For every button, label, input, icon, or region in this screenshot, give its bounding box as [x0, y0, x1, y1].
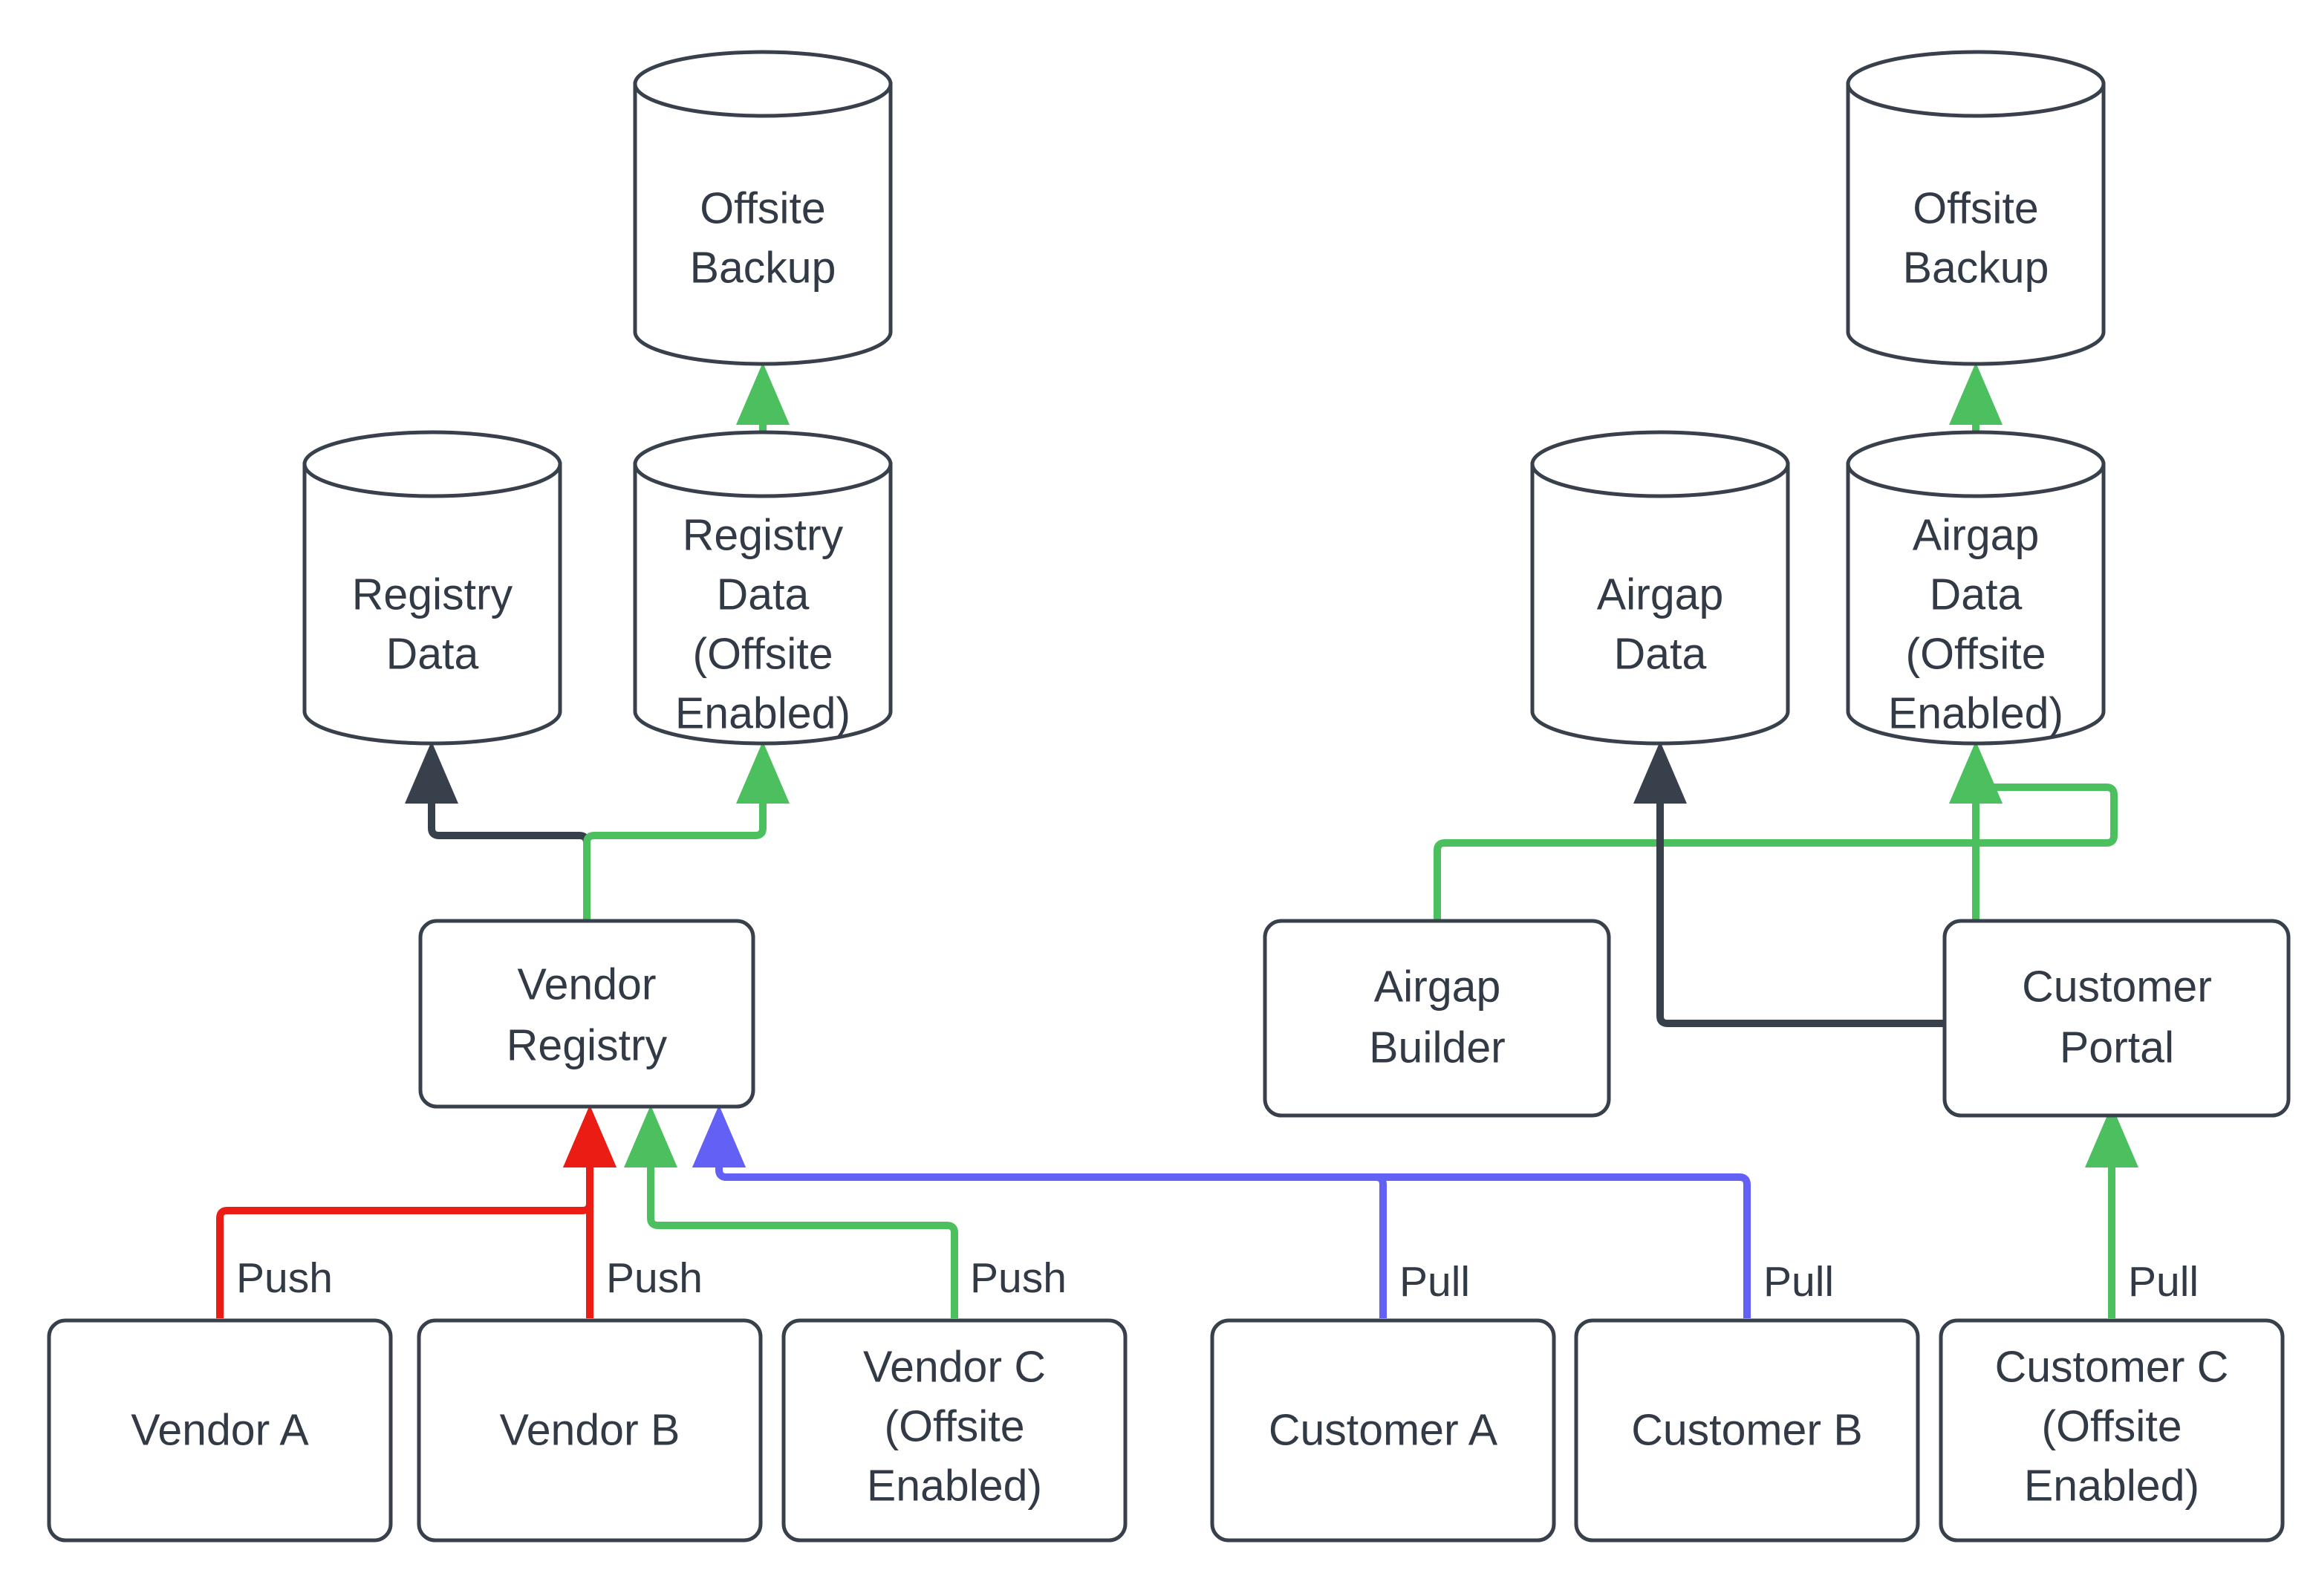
- node-label-line2: Portal: [2060, 1023, 2174, 1072]
- edge-label-text: Pull: [2128, 1258, 2199, 1306]
- node-registry-data-offsite[interactable]: Registry Data (Offsite Enabled): [633, 430, 893, 746]
- edge-customerb-to-vendorregistry: [692, 1104, 1751, 1318]
- node-label-line2: Data: [1614, 630, 1707, 679]
- node-label-line1: Vendor B: [500, 1406, 680, 1455]
- edge-label-text: Pull: [1399, 1258, 1470, 1306]
- node-label-line1: Registry: [352, 570, 513, 619]
- node-vendor-registry[interactable]: Vendor Registry: [418, 919, 755, 1109]
- edge-vendorregistry-to-registrydataoffsite: [583, 740, 790, 919]
- node-vendor-a[interactable]: Vendor A: [47, 1318, 393, 1543]
- node-label-line1: Vendor C: [863, 1343, 1046, 1392]
- edge-vendorregistry-to-registrydata: [405, 740, 591, 919]
- node-label-line2: Builder: [1369, 1023, 1506, 1072]
- node-label-line1: Airgap: [1374, 963, 1501, 1012]
- node-registry-data[interactable]: Registry Data: [302, 430, 562, 746]
- node-label-line1: Customer: [2022, 963, 2212, 1012]
- node-label-line2: Backup: [1903, 244, 2049, 293]
- node-label-line2: Backup: [690, 244, 836, 293]
- node-airgap-data-offsite[interactable]: Airgap Data (Offsite Enabled): [1846, 430, 2106, 746]
- node-vendor-c[interactable]: Vendor C (Offsite Enabled): [781, 1318, 1128, 1543]
- node-customer-a[interactable]: Customer A: [1210, 1318, 1556, 1543]
- edge-label-pull-customer-c: Pull: [2124, 1255, 2242, 1312]
- node-customer-b[interactable]: Customer B: [1574, 1318, 1920, 1543]
- edge-vendorc-to-vendorregistry: [624, 1104, 958, 1318]
- edge-label-text: Push: [606, 1254, 703, 1302]
- node-label-line4: Enabled): [675, 689, 850, 738]
- node-label-line1: Customer B: [1631, 1406, 1862, 1455]
- edge-label-pull-customer-a: Pull: [1395, 1255, 1514, 1312]
- edge-label-text: Push: [970, 1254, 1067, 1302]
- node-vendor-b[interactable]: Vendor B: [417, 1318, 763, 1543]
- edge-label-push-vendor-a: Push: [232, 1251, 371, 1308]
- node-label-line3: (Offsite: [1905, 630, 2046, 679]
- node-label-line1: Vendor: [518, 960, 657, 1009]
- node-label-line1: Customer A: [1269, 1406, 1498, 1455]
- edge-label-text: Pull: [1763, 1258, 1834, 1306]
- edge-label-push-vendor-c: Push: [966, 1251, 1105, 1308]
- node-label-line1: Offsite: [700, 184, 825, 233]
- node-label-line2: Data: [386, 630, 479, 679]
- node-label-line3: Enabled): [2024, 1462, 2199, 1511]
- node-label-line2: Registry: [507, 1021, 668, 1070]
- node-label-line1: Vendor A: [131, 1406, 309, 1455]
- node-label-line2: (Offsite: [884, 1402, 1024, 1451]
- node-label-line1: Airgap: [1597, 570, 1724, 619]
- node-label-line3: Enabled): [867, 1462, 1042, 1511]
- node-airgap-data[interactable]: Airgap Data: [1530, 430, 1790, 746]
- node-label-line2: Data: [717, 570, 810, 619]
- node-label-line4: Enabled): [1888, 689, 2063, 738]
- node-label-line1: Offsite: [1913, 184, 2038, 233]
- node-customer-portal[interactable]: Customer Portal: [1942, 919, 2291, 1118]
- node-airgap-builder[interactable]: Airgap Builder: [1263, 919, 1611, 1118]
- edge-label-text: Push: [236, 1254, 333, 1302]
- node-label-line3: (Offsite: [692, 630, 833, 679]
- edge-airgapbuilder-to-airgapdataoffsite: [1434, 740, 2118, 919]
- node-offsite-backup-left[interactable]: Offsite Backup: [633, 50, 893, 366]
- node-offsite-backup-right[interactable]: Offsite Backup: [1846, 50, 2106, 366]
- edge-label-pull-customer-b: Pull: [1759, 1255, 1878, 1312]
- node-customer-c[interactable]: Customer C (Offsite Enabled): [1939, 1318, 2285, 1543]
- edge-label-push-vendor-b: Push: [602, 1251, 741, 1308]
- node-label-line1: Customer C: [1995, 1343, 2229, 1392]
- node-label-line2: Data: [1930, 570, 2023, 619]
- edge-customerportal-to-airgapdata: [1633, 740, 1944, 1027]
- node-label-line1: Airgap: [1913, 511, 2040, 560]
- node-label-line2: (Offsite: [2041, 1402, 2182, 1451]
- node-label-line1: Registry: [683, 511, 844, 560]
